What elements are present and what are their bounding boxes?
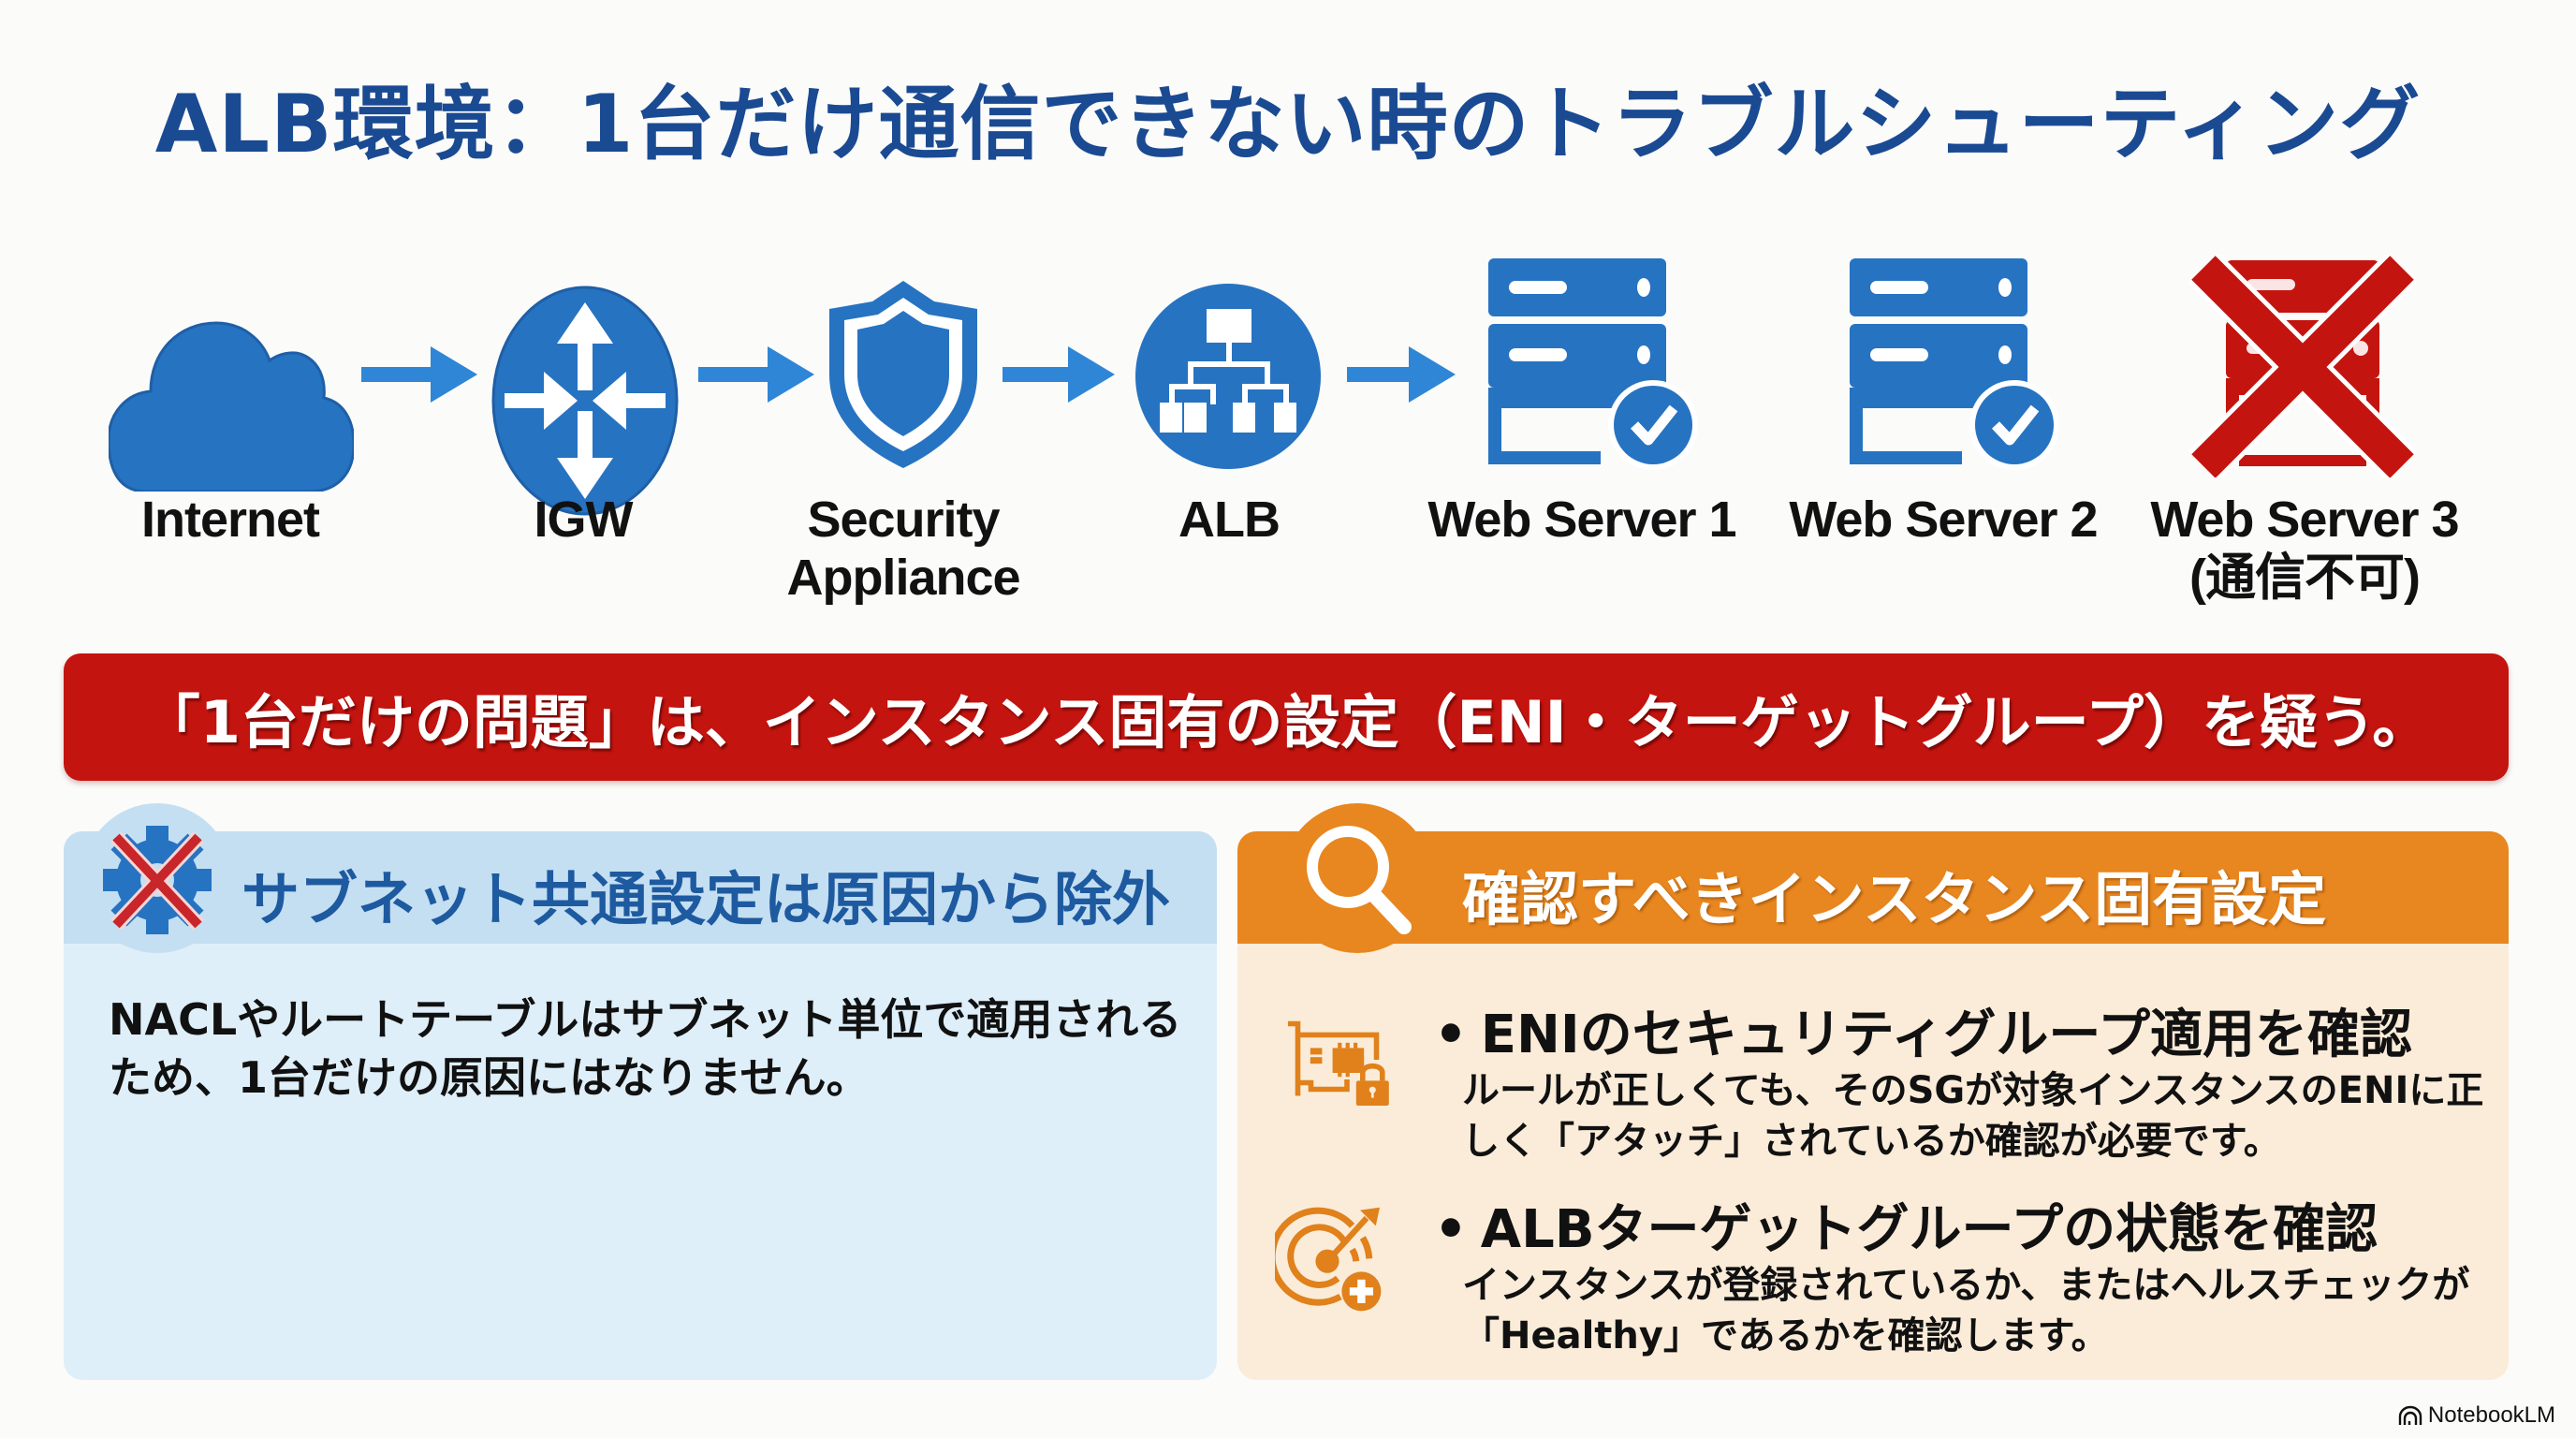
load-balancer-icon <box>1134 283 1323 470</box>
node-label-security-appliance: Security Appliance <box>786 492 1020 606</box>
server-check-icon <box>1850 258 2067 472</box>
shield-icon <box>829 281 977 468</box>
bullet: • <box>1434 1005 1468 1065</box>
panel-header <box>1237 831 2509 944</box>
magnifier-icon <box>1282 803 1432 953</box>
check-description: インスタンスが登録されているか、またはヘルスチェックが「Healthy」であるか… <box>1462 1264 2470 1357</box>
panel-body-text: NACLやルートテーブルはサブネット単位で適用されるため、1台だけの原因にはなり… <box>109 994 1182 1103</box>
gear-crossed-icon <box>82 803 232 953</box>
arrow-right-icon <box>1003 346 1115 403</box>
node-label-igw: IGW <box>534 492 634 548</box>
excluded-causes-panel: サブネット共通設定は原因から除外 NACLやルートテーブルはサブネット単位で適用… <box>64 803 1217 1380</box>
bullet: • <box>1434 1199 1468 1260</box>
instance-specific-checks-panel: 確認すべきインスタンス固有設定 •EN <box>1237 803 2509 1380</box>
check-heading: •ENIのセキュリティグループ適用を確認 <box>1434 992 2412 1068</box>
check-heading-text: ENIのセキュリティグループ適用を確認 <box>1480 1005 2413 1065</box>
arrow-right-icon <box>698 346 814 403</box>
arrow-right-icon <box>361 346 477 403</box>
panel-title: サブネット共通設定は原因から除外 <box>242 865 1171 933</box>
key-insight-banner: 「1台だけの問題」は、インスタンス固有の設定（ENI・ターゲットグループ）を疑う… <box>64 653 2509 781</box>
page-title: ALB環境：1台だけ通信できない時のトラブルシューティング <box>154 78 2422 171</box>
server-check-icon <box>1488 258 1705 472</box>
panel-title: 確認すべきインスタンス固有設定 <box>1462 865 2327 933</box>
router-icon <box>491 286 679 516</box>
cloud-icon <box>109 309 354 492</box>
notebooklm-brand: NotebookLM <box>2398 1402 2555 1429</box>
node-label-alb: ALB <box>1178 492 1281 548</box>
check-heading-text: ALBターゲットグループの状態を確認 <box>1480 1199 2378 1260</box>
arrow-right-icon <box>1347 346 1456 403</box>
node-label-web-server-1: Web Server 1 <box>1427 492 1736 548</box>
network-card-lock-icon <box>1275 1007 1406 1138</box>
check-heading: •ALBターゲットグループの状態を確認 <box>1434 1187 2378 1263</box>
node-label-web-server-3: Web Server 3 (通信不可) <box>2150 492 2459 606</box>
node-label-internet: Internet <box>140 492 320 548</box>
check-description: ルールが正しくても、そのSGが対象インスタンスのENIに正しく「アタッチ」されて… <box>1462 1069 2484 1163</box>
banner-text: 「1台だけの問題」は、インスタンス固有の設定（ENI・ターゲットグループ）を疑う… <box>141 688 2431 756</box>
target-health-icon <box>1275 1198 1406 1329</box>
notebooklm-logo-icon <box>2398 1405 2422 1425</box>
panel-header <box>64 831 1217 944</box>
brand-name: NotebookLM <box>2427 1402 2555 1428</box>
server-crossed-icon <box>2188 255 2417 477</box>
node-label-web-server-2: Web Server 2 <box>1789 492 2098 548</box>
